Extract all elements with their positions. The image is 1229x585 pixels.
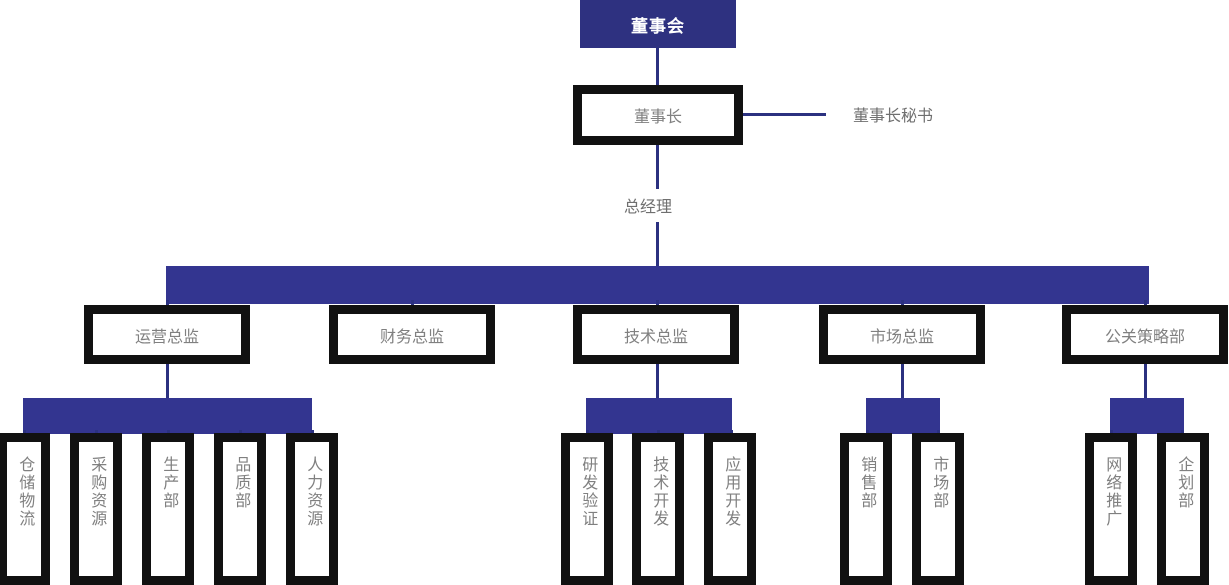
group-bar-public-relations bbox=[1110, 398, 1184, 434]
node-dept-market[interactable]: 市场部 bbox=[912, 433, 964, 585]
node-dept-production-label: 生产部 bbox=[160, 456, 178, 510]
connector-operations-to-group-bar bbox=[166, 364, 169, 400]
node-board-of-directors-label: 董事会 bbox=[631, 16, 685, 36]
node-exec-public-relations-label: 公关策略部 bbox=[1104, 328, 1185, 346]
node-dept-application-development[interactable]: 应用开发 bbox=[704, 433, 756, 585]
node-chairman[interactable]: 董事长 bbox=[573, 85, 743, 145]
node-dept-quality[interactable]: 品质部 bbox=[214, 433, 266, 585]
node-dept-market-label: 市场部 bbox=[930, 456, 948, 510]
node-dept-sales-label: 销售部 bbox=[858, 456, 876, 510]
node-exec-public-relations[interactable]: 公关策略部 bbox=[1062, 305, 1228, 364]
connector-technology-to-group-bar bbox=[656, 364, 659, 400]
connector-board-to-chairman bbox=[656, 48, 659, 85]
group-bar-technology bbox=[586, 398, 732, 434]
node-dept-online-promotion-label: 网络推广 bbox=[1103, 456, 1121, 528]
node-dept-technology-development-label: 技术开发 bbox=[650, 456, 668, 528]
node-dept-warehouse-logistics[interactable]: 仓储物流 bbox=[0, 433, 50, 585]
node-dept-rd-validation[interactable]: 研发验证 bbox=[561, 433, 613, 585]
node-dept-planning[interactable]: 企划部 bbox=[1157, 433, 1209, 585]
node-exec-marketing[interactable]: 市场总监 bbox=[819, 305, 985, 364]
node-chairman-secretary[interactable]: 董事长秘书 bbox=[853, 102, 933, 126]
node-dept-procurement-resources-label: 采购资源 bbox=[88, 456, 106, 528]
node-dept-production[interactable]: 生产部 bbox=[142, 433, 194, 585]
node-dept-online-promotion[interactable]: 网络推广 bbox=[1085, 433, 1137, 585]
node-dept-procurement-resources[interactable]: 采购资源 bbox=[70, 433, 122, 585]
node-exec-marketing-label: 市场总监 bbox=[869, 328, 934, 346]
node-dept-technology-development[interactable]: 技术开发 bbox=[632, 433, 684, 585]
group-bar-marketing bbox=[866, 398, 940, 434]
node-dept-human-resources[interactable]: 人力资源 bbox=[286, 433, 338, 585]
connector-gm-to-exec-bar bbox=[656, 222, 659, 268]
node-exec-technology-label: 技术总监 bbox=[623, 328, 688, 346]
node-dept-quality-label: 品质部 bbox=[232, 456, 250, 510]
node-exec-finance-label: 财务总监 bbox=[379, 328, 444, 346]
node-exec-technology[interactable]: 技术总监 bbox=[573, 305, 739, 364]
node-dept-human-resources-label: 人力资源 bbox=[304, 456, 322, 528]
node-exec-operations[interactable]: 运营总监 bbox=[84, 305, 250, 364]
node-general-manager[interactable]: 总经理 bbox=[624, 193, 672, 217]
node-dept-warehouse-logistics-label: 仓储物流 bbox=[16, 456, 34, 528]
node-dept-application-development-label: 应用开发 bbox=[722, 456, 740, 528]
node-exec-finance[interactable]: 财务总监 bbox=[329, 305, 495, 364]
node-dept-sales[interactable]: 销售部 bbox=[840, 433, 892, 585]
connector-marketing-to-group-bar bbox=[901, 364, 904, 400]
connector-chairman-to-gm bbox=[656, 145, 659, 189]
connector-chairman-to-secretary bbox=[743, 113, 826, 116]
node-general-manager-label: 总经理 bbox=[624, 199, 673, 216]
executive-level-bar bbox=[166, 266, 1149, 304]
node-board-of-directors[interactable]: 董事会 bbox=[580, 0, 736, 48]
node-dept-rd-validation-label: 研发验证 bbox=[579, 456, 597, 528]
node-chairman-label: 董事长 bbox=[633, 109, 682, 126]
connector-pr-to-group-bar bbox=[1144, 364, 1147, 400]
group-bar-operations bbox=[23, 398, 312, 434]
node-exec-operations-label: 运营总监 bbox=[134, 328, 199, 346]
node-dept-planning-label: 企划部 bbox=[1175, 456, 1193, 510]
node-chairman-secretary-label: 董事长秘书 bbox=[853, 108, 934, 125]
